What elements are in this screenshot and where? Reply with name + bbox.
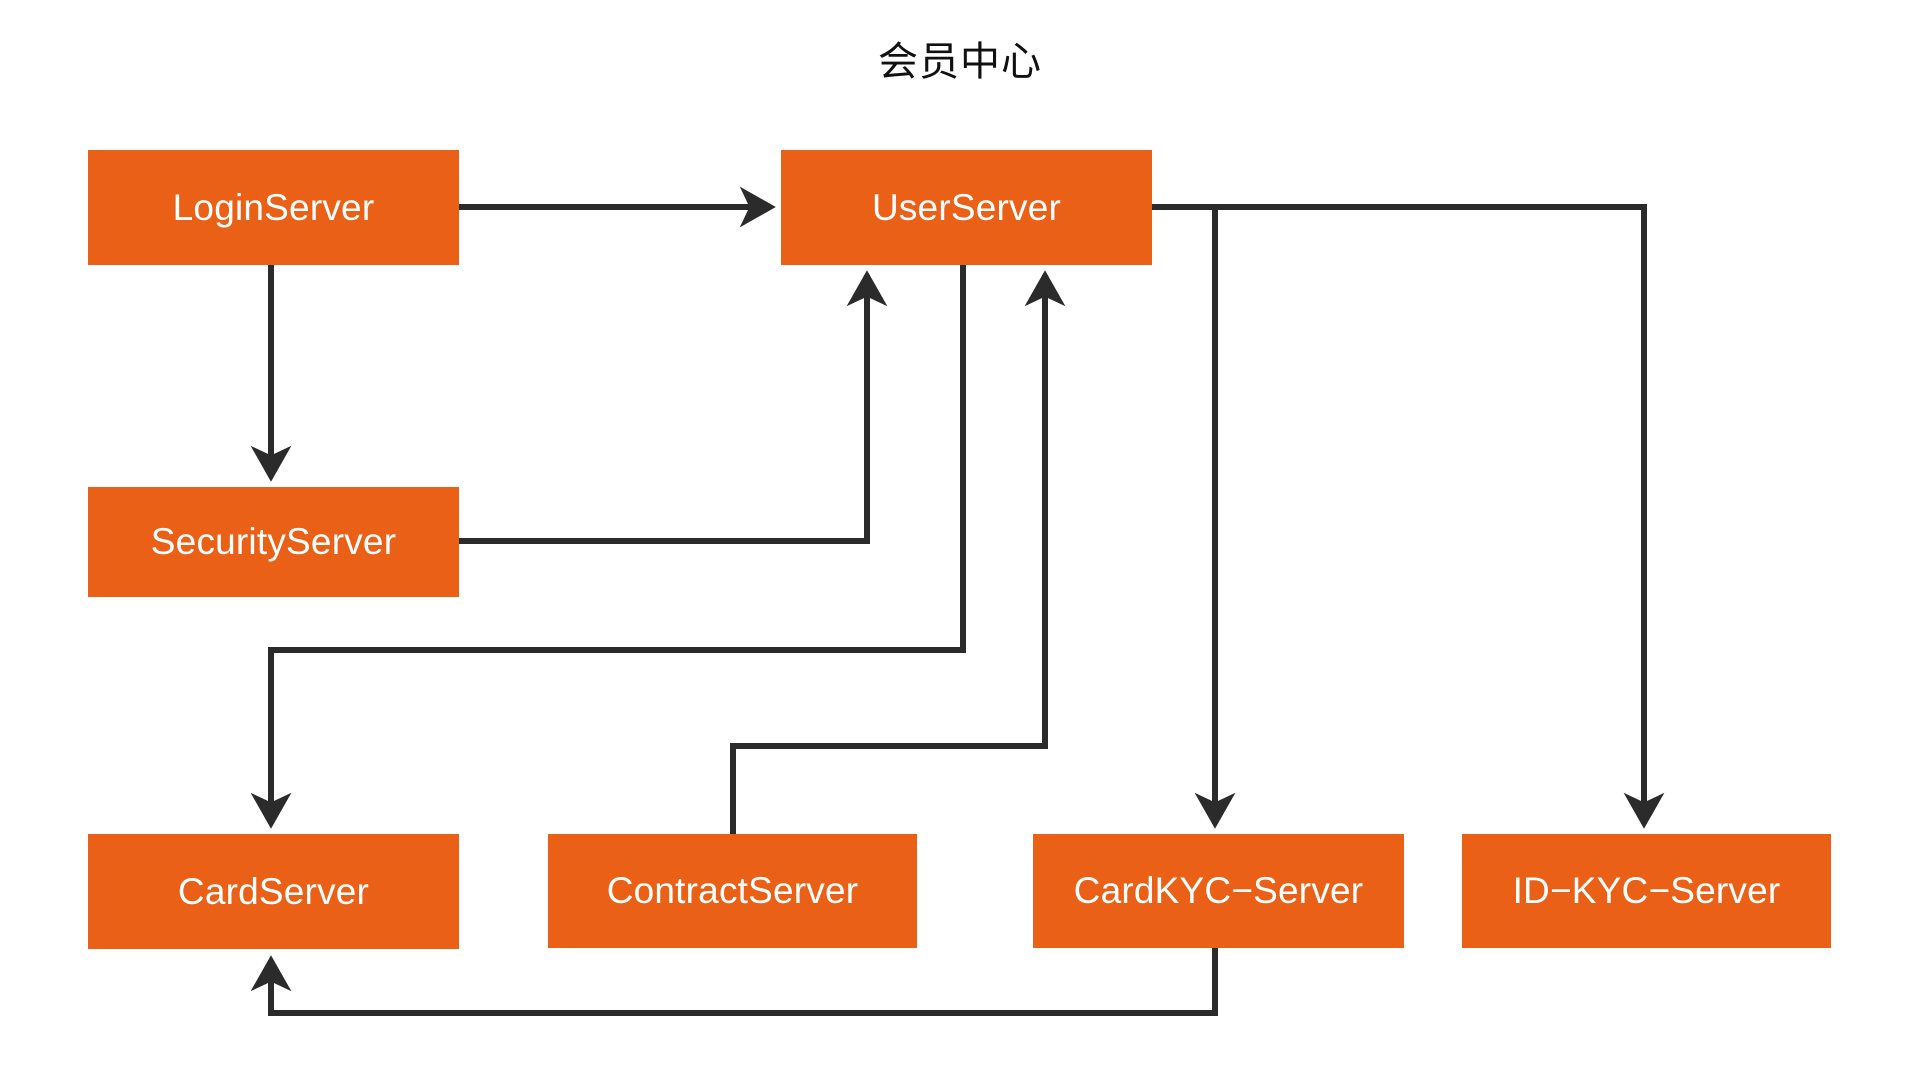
node-label: SecurityServer <box>150 521 397 562</box>
edge-user-to-idkyc <box>1152 204 1665 829</box>
node-label: CardKYC−Server <box>1073 870 1364 911</box>
edge-cardkyc-to-card <box>250 948 1218 1016</box>
node-label: CardServer <box>177 870 370 912</box>
edge-security-to-user <box>459 270 888 544</box>
node-label: LoginServer <box>172 186 375 228</box>
node-label: UserServer <box>871 186 1062 228</box>
node-user-server[interactable]: UserServer <box>781 150 1152 265</box>
node-label: ContractServer <box>606 870 859 911</box>
node-contract-server[interactable]: ContractServer <box>548 834 917 948</box>
node-id-kyc-server[interactable]: ID−KYC−Server <box>1462 834 1831 948</box>
edge-user-to-card <box>250 265 966 829</box>
edge-contract-to-user <box>730 270 1066 834</box>
node-login-server[interactable]: LoginServer <box>88 150 459 265</box>
node-cardkyc-server[interactable]: CardKYC−Server <box>1033 834 1404 948</box>
node-card-server[interactable]: CardServer <box>88 834 459 949</box>
node-security-server[interactable]: SecurityServer <box>88 487 459 597</box>
edge-user-to-cardkyc <box>1152 204 1236 829</box>
page-title: 会员中心 <box>878 39 1042 85</box>
node-label: ID−KYC−Server <box>1512 870 1781 911</box>
